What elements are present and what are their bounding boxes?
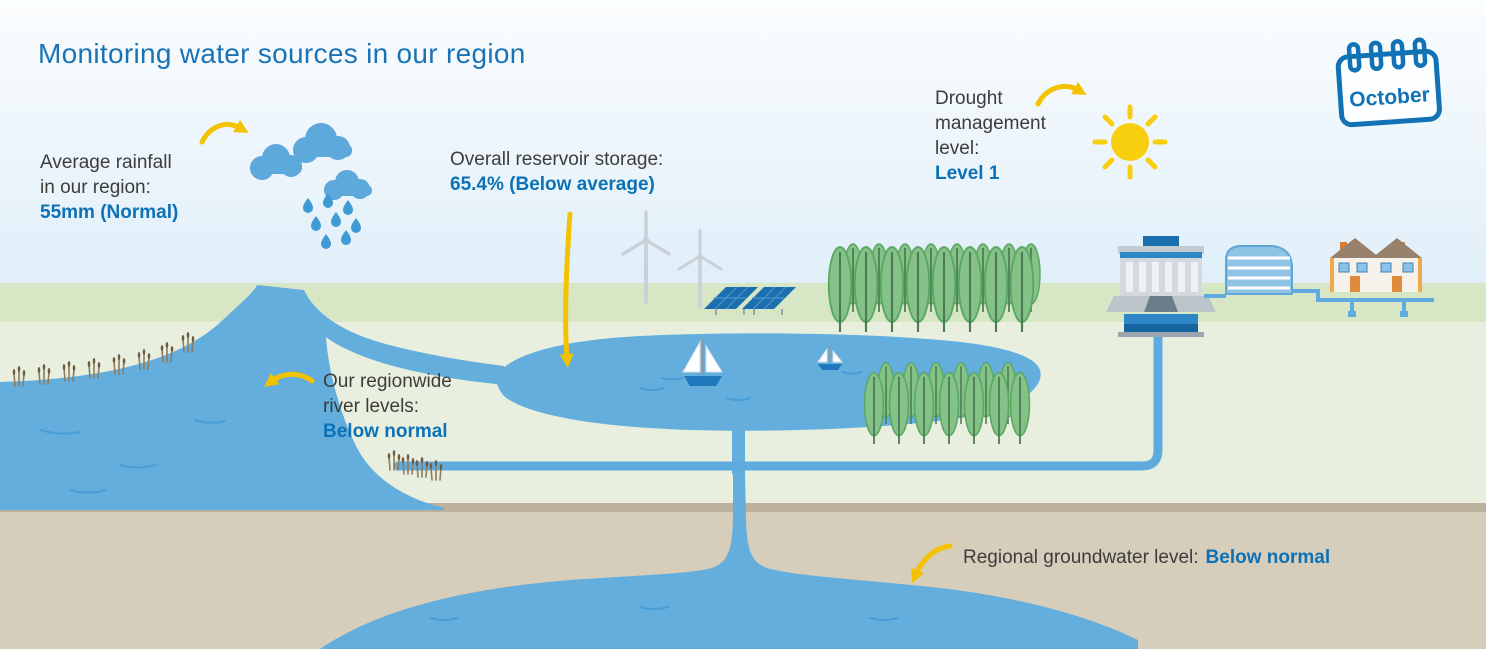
sailboat-large-icon (682, 338, 723, 386)
drought-label-line-3: level: (935, 138, 980, 159)
river-current-lines (39, 419, 226, 494)
river-metric: Our regionwide river levels: Below norma… (323, 369, 523, 444)
groundwater-ripples (429, 606, 899, 621)
sailboat-small-icon (817, 346, 844, 370)
houses (1330, 238, 1422, 292)
rainfall-label-line-1: Average rainfall (40, 152, 172, 173)
reservoir-label: Overall reservoir storage: (450, 149, 664, 170)
drought-label-line-2: management (935, 113, 1046, 134)
drought-label-line-1: Drought (935, 88, 1003, 109)
river-label-line-2: river levels: (323, 396, 420, 417)
distribution-pipes (1204, 289, 1434, 317)
rainfall-metric: Average rainfall in our region: 55mm (No… (40, 150, 270, 225)
river-value: Below normal (323, 421, 448, 442)
sun-icon (1092, 104, 1168, 180)
rainfall-value: 55mm (Normal) (40, 202, 179, 223)
drought-value: Level 1 (935, 163, 1000, 184)
wind-turbines-icon (621, 210, 723, 308)
rainfall-label-line-2: in our region: (40, 177, 151, 198)
office-building (1225, 245, 1293, 295)
river-arrow-icon (263, 371, 315, 387)
reservoir-arrow-icon (559, 211, 574, 368)
drought-metric: Drought management level: Level 1 (935, 86, 1135, 186)
rainfall-arrow-icon (199, 119, 249, 145)
solar-panels-icon (704, 286, 796, 315)
groundwater-metric: Regional groundwater level: Below normal (963, 545, 1443, 570)
page-title: Monitoring water sources in our region (38, 38, 526, 69)
calendar-month-label: October (1349, 83, 1431, 112)
reservoir-metric: Overall reservoir storage: 65.4% (Below … (450, 147, 750, 197)
groundwater-value: Below normal (1205, 547, 1331, 568)
rain-clouds-icon (250, 123, 372, 200)
groundwater-arrow-icon (911, 543, 953, 584)
groundwater-label: Regional groundwater level: (963, 547, 1199, 568)
drought-arrow-icon (1035, 81, 1087, 107)
main-water-pipe (393, 331, 1163, 471)
reservoir-value: 65.4% (Below average) (450, 174, 655, 195)
water-treatment-works (1106, 236, 1216, 337)
river-label-line-1: Our regionwide (323, 371, 452, 392)
river (0, 285, 506, 510)
calendar-icon: October (1335, 37, 1442, 128)
